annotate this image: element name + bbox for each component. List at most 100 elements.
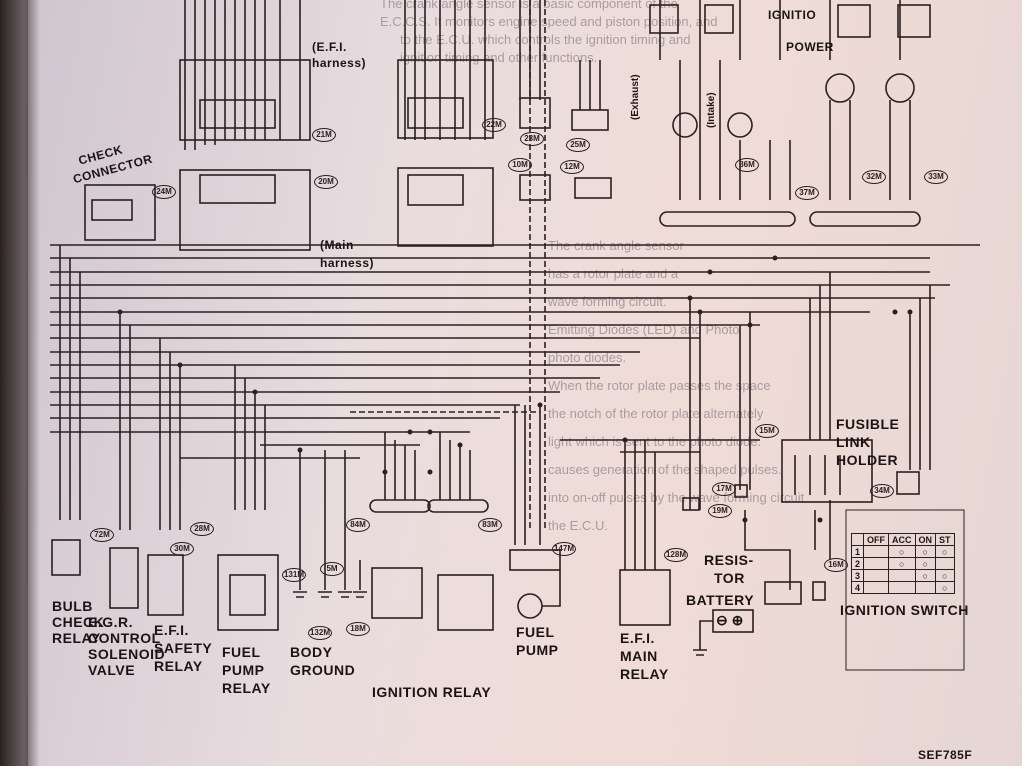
connector-body (407, 97, 464, 129)
connector-17m (734, 484, 748, 498)
check-connector-body (84, 184, 156, 241)
connector-body (519, 174, 551, 201)
fusible-link-label-1: FUSIBLE (836, 416, 900, 432)
ignition-relay-bundle-1 (369, 499, 431, 513)
bulb-check-relay-body (51, 539, 81, 576)
switch-row: 3 (850, 569, 865, 582)
ignition-switch-frame (845, 509, 965, 671)
resistor-body (682, 497, 700, 511)
ignition-power-label: IGNITIO (768, 8, 817, 22)
connector-code: 84M (346, 518, 370, 532)
relay-coil (229, 574, 266, 616)
connector-code: 128M (664, 548, 688, 562)
power-transistor-2 (885, 73, 915, 103)
connector-code: 18M (346, 622, 370, 636)
efi-main-relay-label-2: MAIN (620, 648, 658, 664)
intake-transistor (727, 112, 753, 138)
fuel-pump-relay-body (217, 554, 279, 631)
fusible-link-label-3: HOLDER (836, 452, 899, 468)
crank-angle-sensor-connector (519, 97, 551, 129)
ignition-relay-bundle-2 (427, 499, 489, 513)
fusible-link-label-2: LINK (836, 434, 871, 450)
connector-code: 32M (862, 170, 886, 184)
main-harness-connector-left (179, 169, 311, 251)
connector-body (91, 199, 133, 221)
switch-header: OFF (863, 533, 890, 546)
battery-relay (764, 581, 802, 605)
intake-label: (Intake) (706, 92, 717, 128)
egr-label-3: SOLENOID (88, 646, 166, 662)
bulb-check-relay-label-2: CHECK (52, 614, 105, 630)
ignition-relay-1-body (371, 567, 423, 619)
efi-safety-relay-label-3: RELAY (154, 658, 203, 674)
ignition-relay-2-body (437, 574, 494, 631)
ghost-text-9: photo diodes. (548, 350, 627, 365)
connector-code: 19M (708, 504, 732, 518)
battery-terminals: ⊖ ⊕ (716, 612, 744, 628)
power-transistor-1 (825, 73, 855, 103)
ghost-text-11: the notch of the rotor plate alternately (548, 406, 764, 421)
efi-safety-relay-label-2: SAFETY (154, 640, 213, 656)
ghost-text-6: has a rotor plate and a (548, 266, 679, 281)
exhaust-label: (Exhaust) (630, 74, 641, 120)
connector-code: 147M (552, 542, 576, 556)
resistor-label-2: TOR (714, 570, 745, 586)
switch-row: 4 (850, 581, 865, 594)
egr-label-1: E.G.R. (88, 614, 134, 630)
bulb-check-relay-label-1: BULB (52, 598, 93, 614)
efi-safety-relay-label-1: E.F.I. (154, 622, 189, 638)
fuel-pump-label-2: PUMP (516, 642, 559, 658)
ignition-power-label-2: POWER (786, 40, 834, 54)
switch-header: ST (935, 533, 955, 546)
connector-code: 22M (482, 118, 506, 132)
main-harness-label-2: harness) (320, 256, 375, 270)
fuse (812, 581, 826, 601)
connector-body (199, 174, 276, 204)
connector-code: 36M (735, 158, 759, 172)
efi-main-relay-body (619, 569, 671, 626)
connector-code: 34M (870, 484, 894, 498)
connector-code: 132M (308, 626, 332, 640)
ignition-relay-label: IGNITION RELAY (372, 684, 492, 700)
ghost-text-2: E.C.C.S. It monitors engine speed and pi… (380, 14, 718, 29)
fuel-pump-motor (517, 593, 543, 619)
ghost-text-4: ignition timing and other functions. (400, 50, 598, 65)
ghost-text-14: into on-off pulses by the wave forming c… (548, 490, 805, 505)
connector-code: 72M (90, 528, 114, 542)
ignition-switch-table: OFF ACC ON ST 1○○○ 2○○ 3○○ 4○ (850, 533, 955, 594)
connector-code: 12M (560, 160, 584, 174)
efi-main-relay-label-1: E.F.I. (620, 630, 655, 646)
ghost-text-15: the E.C.U. (548, 518, 608, 533)
cn-harness-bundle (659, 211, 796, 227)
resistor-label-1: RESIS- (704, 552, 754, 568)
connector-code: 37M (795, 186, 819, 200)
connector-code: 21M (312, 128, 336, 142)
battery-label: BATTERY (686, 592, 755, 608)
fuel-pump-label-1: FUEL (516, 624, 555, 640)
egr-valve-body (109, 547, 139, 609)
figure-code: SEF785F (918, 748, 973, 762)
exhaust-transistor (672, 112, 698, 138)
fuel-pump-relay-label-3: RELAY (222, 680, 271, 696)
book-spine-shadow (0, 0, 40, 766)
ghost-text-12: light which is sent to the photo diode. (548, 434, 762, 449)
ghost-text-10: When the rotor plate passes the space (548, 378, 771, 393)
connector-code: 5M (320, 562, 344, 576)
switch-header (850, 533, 865, 546)
connector-code: 25M (566, 138, 590, 152)
efi-main-relay-label-3: RELAY (620, 666, 669, 682)
connector-code: 16M (824, 558, 848, 572)
efi-harness-label-2: harness) (312, 56, 367, 70)
switch-header: ON (914, 533, 937, 546)
egr-label-4: VALVE (88, 662, 136, 678)
fusible-link-small (896, 471, 920, 495)
connector-code: 23M (520, 132, 544, 146)
us-harness-bundle (809, 211, 921, 227)
connector-code: 33M (924, 170, 948, 184)
ghost-text-13: causes generation of the shaped pulses. (548, 462, 782, 477)
ghost-text-1: The crank angle sensor is a basic compon… (380, 0, 678, 11)
fuel-pump-relay-label-2: PUMP (222, 662, 265, 678)
connector-code: 30M (170, 542, 194, 556)
